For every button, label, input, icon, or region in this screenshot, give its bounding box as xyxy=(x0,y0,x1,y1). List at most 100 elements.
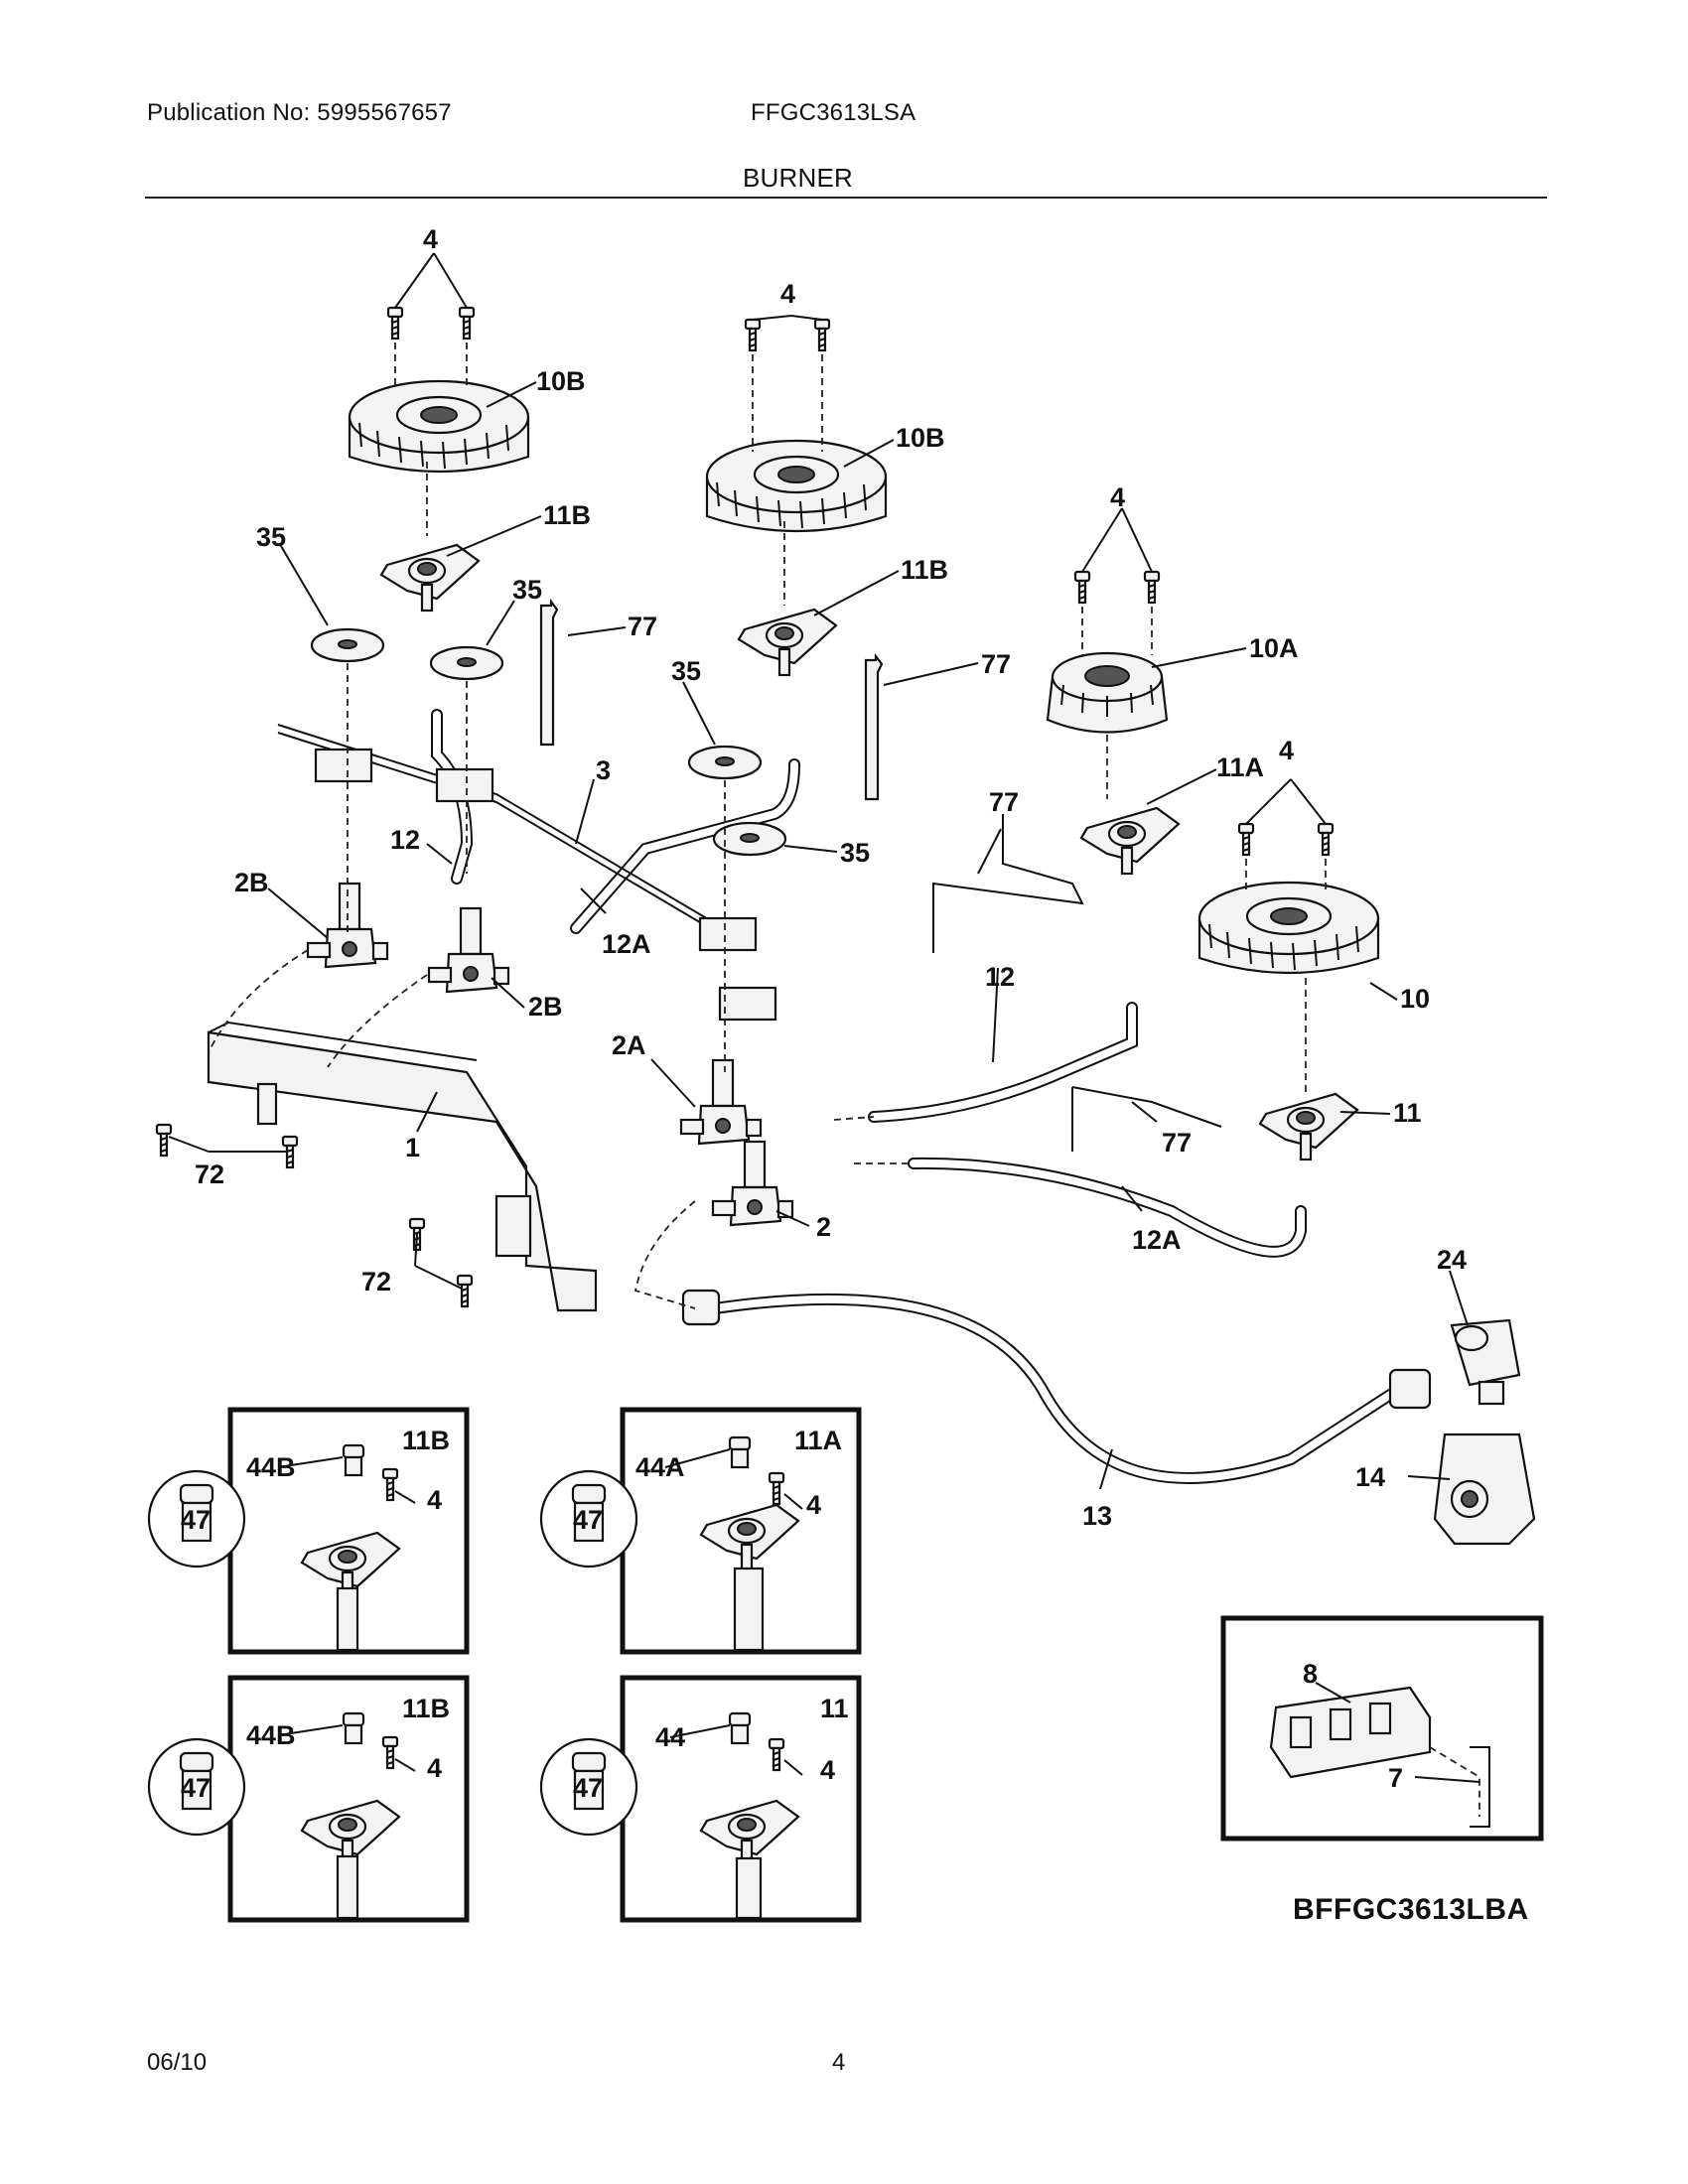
callout-4: 4 xyxy=(780,279,795,309)
burner-head-11b-left xyxy=(379,543,481,613)
washer-35 xyxy=(310,627,385,663)
callout-35: 35 xyxy=(512,575,542,605)
inset-detail-label: 47 xyxy=(181,1773,211,1803)
burner-cap-10b-left xyxy=(348,379,530,474)
callout-13: 13 xyxy=(1082,1501,1112,1531)
screw-4 xyxy=(744,318,762,352)
screw-4 xyxy=(1317,822,1335,857)
main-gas-tube-13 xyxy=(681,1289,1432,1484)
burner-tubes-12-12a xyxy=(277,709,1307,1258)
screw-4 xyxy=(1143,570,1161,605)
callout-2b: 2B xyxy=(234,868,269,897)
igniter-block xyxy=(718,986,777,1022)
callout-14: 14 xyxy=(1355,1462,1385,1492)
manifold-1 xyxy=(207,1021,598,1312)
burner-head-11a xyxy=(1079,806,1181,876)
inset-screw-label: 4 xyxy=(820,1755,835,1785)
callout-1: 1 xyxy=(405,1133,420,1162)
inset-11 xyxy=(539,1675,862,1923)
callout-11b: 11B xyxy=(543,500,591,530)
washer-35 xyxy=(429,645,504,681)
inset-11b-bottom xyxy=(147,1675,470,1923)
inset-title: 11A xyxy=(794,1426,842,1455)
callout-10b: 10B xyxy=(896,423,945,453)
callout-35: 35 xyxy=(671,656,701,686)
callout-3: 3 xyxy=(596,755,611,785)
igniter-block xyxy=(314,748,373,783)
callout-11a: 11A xyxy=(1216,752,1264,782)
callout-11: 11 xyxy=(1393,1098,1422,1128)
burner-head-11 xyxy=(1258,1092,1359,1161)
callout-4: 4 xyxy=(423,224,438,254)
inset-spark-module xyxy=(1220,1615,1544,1842)
callout-35: 35 xyxy=(840,838,870,868)
inset-title: 11B xyxy=(402,1694,450,1723)
inset-detail-label: 47 xyxy=(573,1505,603,1535)
callout-77: 77 xyxy=(981,649,1011,679)
callout-11b: 11B xyxy=(901,555,948,585)
bracket-77 xyxy=(1071,1086,1222,1152)
inset-screw-label: 4 xyxy=(427,1485,442,1515)
section-title: BURNER xyxy=(743,163,853,193)
callout-77: 77 xyxy=(989,787,1019,817)
callout-4: 4 xyxy=(1110,482,1125,512)
inset-detail-label: 47 xyxy=(181,1505,211,1535)
callout-24: 24 xyxy=(1437,1245,1467,1275)
inset-orifice-label: 44B xyxy=(246,1452,296,1482)
callout-2a: 2A xyxy=(612,1030,646,1060)
pressure-regulator-14 xyxy=(1433,1433,1536,1546)
footer-date: 06/10 xyxy=(147,2049,208,2076)
screw-72 xyxy=(456,1274,474,1308)
burner-cap-10 xyxy=(1197,881,1380,975)
inset-orifice-label: 44B xyxy=(246,1720,296,1750)
igniter-block xyxy=(698,916,758,952)
elbow-fitting-24 xyxy=(1450,1318,1521,1406)
callout-77: 77 xyxy=(1162,1128,1192,1158)
screw-4 xyxy=(813,318,831,352)
bracket-77 xyxy=(932,814,1084,953)
screw-4 xyxy=(386,306,404,341)
washer-35 xyxy=(687,745,763,780)
header-divider xyxy=(145,197,1547,199)
inset-screw-label: 4 xyxy=(427,1753,442,1783)
inset-detail-label: 47 xyxy=(573,1773,603,1803)
callout-4: 4 xyxy=(1279,736,1294,765)
diagram-code: BFFGC3613LBA xyxy=(1293,1893,1529,1926)
inset-orifice-label: 44A xyxy=(635,1452,685,1482)
inset-11b-top xyxy=(147,1407,470,1655)
inset-title: 11B xyxy=(402,1426,450,1455)
screw-4 xyxy=(1237,822,1255,857)
burner-cap-10b-center xyxy=(705,439,888,533)
callout-8: 8 xyxy=(1303,1659,1318,1689)
bracket-77 xyxy=(864,654,884,801)
callout-10b: 10B xyxy=(536,366,586,396)
callout-72: 72 xyxy=(195,1160,224,1189)
callout-72: 72 xyxy=(361,1267,391,1297)
valve-2a xyxy=(679,1058,763,1146)
page-number: 4 xyxy=(832,2049,846,2076)
callout-12a: 12A xyxy=(602,929,651,959)
screw-72 xyxy=(155,1123,173,1158)
callout-7: 7 xyxy=(1388,1763,1403,1793)
inset-11a xyxy=(539,1407,862,1655)
inset-title: 11 xyxy=(820,1694,849,1723)
callout-2: 2 xyxy=(816,1212,831,1242)
callout-77: 77 xyxy=(628,612,657,641)
callout-10: 10 xyxy=(1400,984,1430,1014)
inset-orifice-label: 44 xyxy=(655,1722,685,1752)
screw-4 xyxy=(1073,570,1091,605)
model-number: FFGC3613LSA xyxy=(751,99,916,126)
callout-12: 12 xyxy=(985,962,1015,992)
callout-2b: 2B xyxy=(528,992,563,1022)
callout-35: 35 xyxy=(256,522,286,552)
valve-2b-right xyxy=(427,906,510,994)
screw-4 xyxy=(458,306,476,341)
burner-cap-10a xyxy=(1046,651,1169,734)
callout-12: 12 xyxy=(390,825,420,855)
bracket-77 xyxy=(539,600,559,747)
washer-35 xyxy=(712,821,787,857)
callout-10a: 10A xyxy=(1249,633,1299,663)
publication-number: Publication No: 5995567657 xyxy=(147,99,452,126)
callout-12a: 12A xyxy=(1132,1225,1182,1255)
